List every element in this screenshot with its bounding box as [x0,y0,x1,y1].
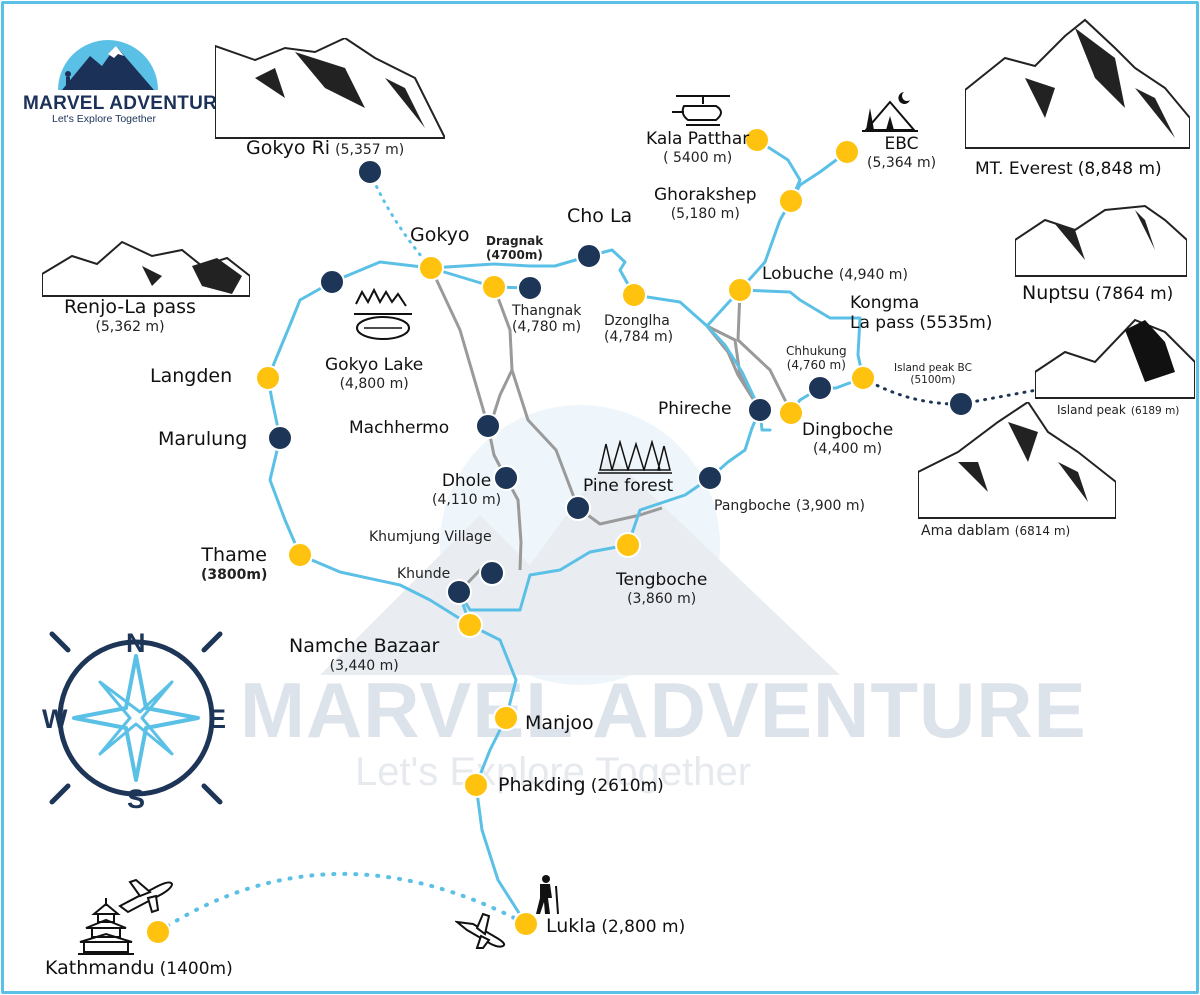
gokyo-ri-mountain-icon [215,38,445,139]
label-gokyo-lake: Gokyo Lake (4,800 m) [325,355,424,392]
label-island-peak: Island peak (6189 m) [1057,403,1180,417]
label-langden: Langden [150,365,233,387]
label-khumjung: Khumjung Village [369,529,492,545]
stop-manjoo [493,705,519,731]
major-stops [145,127,876,945]
watermark-tagline: Let's Explore Together [355,750,752,794]
label-gokyo-ri: Gokyo Ri (5,357 m) [246,137,405,159]
label-manjoo: Manjoo [525,712,594,734]
label-thame: Thame (3800m) [201,544,268,583]
stop-khumjung [479,560,505,586]
label-tengboche: Tengboche (3,860 m) [616,570,708,607]
label-phakding: Phakding (2610m) [498,774,664,796]
compass-south: S [127,784,146,814]
stop-lobuche [727,277,753,303]
label-dzonglha: Dzonglha (4,784 m) [604,313,674,346]
label-machhermo: Machhermo [349,418,450,438]
compass-rose-icon [49,631,223,805]
stop-gokyo-ri [357,159,383,185]
stop-khunde [446,579,472,605]
label-khunde: Khunde [397,566,451,582]
stop-marulung [267,425,293,451]
compass-east: E [208,704,227,734]
label-dingboche: Dingboche (4,400 m) [802,420,894,457]
compass-north: N [126,628,146,658]
label-ebc: EBC (5,364 m) [867,134,937,171]
everest-mountain-icon [965,18,1190,149]
stop-phireche [747,397,773,423]
label-gokyo: Gokyo [410,224,470,246]
label-everest: MT. Everest (8,848 m) [975,159,1162,179]
nuptsu-mountain-icon [1015,204,1187,277]
renjo-la-mountain-icon [42,240,250,297]
stop-thangnak [517,275,543,301]
stop-kala-patthar [744,127,770,153]
stop-dzonglha [621,282,647,308]
label-kongma-la: Kongma La pass (5535m) [850,293,993,333]
brand-logo-icon [58,40,158,90]
stop-lukla [513,911,539,937]
label-kathmandu: Kathmandu (1400m) [45,957,233,979]
dotted-paths [156,170,1055,934]
label-thangnak: Thangnak (4,780 m) [512,303,582,336]
label-dragnak: Dragnak (4700m) [486,234,544,262]
stop-namche [457,612,483,638]
stop-machhermo [475,413,501,439]
stop-renjo [319,269,345,295]
label-pangboche: Pangboche (3,900 m) [714,498,865,514]
stop-ghorakshep [778,188,804,214]
trekker-icon [536,875,559,915]
label-namche-bazaar: Namche Bazaar (3,440 m) [289,635,440,674]
stop-kathmandu [145,919,171,945]
label-ama-dablam: Ama dablam (6814 m) [921,523,1071,539]
stop-langden [255,365,281,391]
label-ghorakshep: Ghorakshep (5,180 m) [654,185,757,222]
lake-icon [354,288,412,340]
stop-pine-forest [565,495,591,521]
stop-gokyo [418,255,444,281]
label-nuptsu: Nuptsu (7864 m) [1022,282,1174,304]
camp-tent-icon [862,92,918,132]
main-trail [266,138,865,926]
label-phireche: Phireche [658,399,732,419]
brand-tagline: Let's Explore Together [52,113,156,125]
island-peak-mountain-icon [1035,318,1195,399]
label-pine-forest: Pine forest [583,476,674,496]
label-kala-patthar: Kala Patthar ( 5400 m) [646,129,750,166]
stop-island-bc [948,391,974,417]
label-renjo-la: Renjo-La pass (5,362 m) [64,296,196,335]
airplane-icon [118,878,174,914]
stop-cho-la [576,243,602,269]
stop-dragnak [481,274,507,300]
ama-dablam-mountain-icon [918,402,1116,519]
temple-icon [78,898,134,955]
stop-pangboche [697,465,723,491]
label-dhole: Dhole (4,110 m) [432,471,502,508]
stop-dhole [493,465,519,491]
stop-tengboche [615,532,641,558]
stop-phakding [463,772,489,798]
label-lukla: Lukla (2,800 m) [546,915,686,937]
label-island-peak-bc: Island peak BC (5100m) [894,362,972,387]
stop-dingboche [778,400,804,426]
stop-ebc [834,139,860,165]
compass-west: W [42,704,68,734]
stop-thame [287,542,313,568]
label-marulung: Marulung [158,428,248,450]
watermark-brand: MARVEL ADVENTURE [240,666,1087,754]
label-chhukung: Chhukung (4,760 m) [786,344,847,372]
stop-chhukung [807,375,833,401]
stop-chhukung-pass [850,365,876,391]
label-lobuche: Lobuche (4,940 m) [762,264,908,284]
brand-name: MARVEL ADVENTURE [23,93,231,114]
helicopter-icon [672,95,730,126]
airplane-icon [455,912,506,949]
pine-trees-icon [598,440,672,474]
label-cho-la: Cho La [567,205,633,227]
